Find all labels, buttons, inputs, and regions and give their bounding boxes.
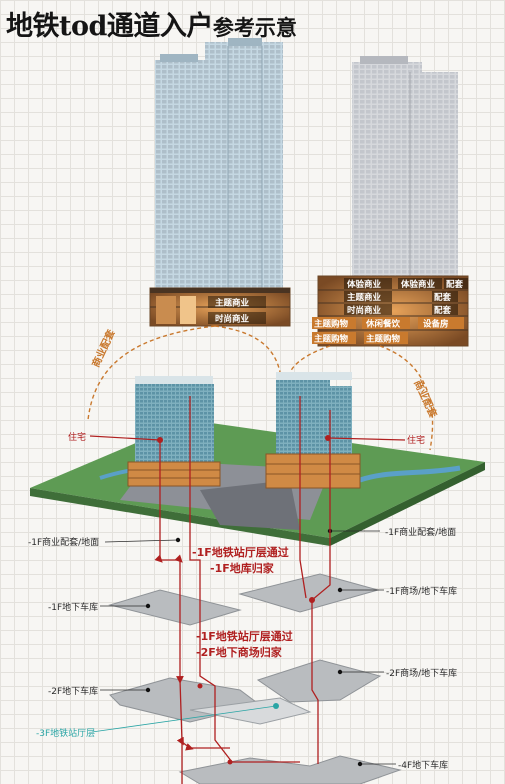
residence-label-left: 住宅 (68, 431, 86, 443)
label-b1-commercial-right: -1F商业配套/地面 (385, 526, 456, 538)
label-b1-mall-right: -1F商场/地下车库 (386, 585, 457, 597)
underground-plates (108, 573, 402, 784)
podium-label: 主题商业 (215, 298, 250, 309)
arc-label-right: 商业配套 (411, 378, 440, 421)
route2-line2: -2F地下商场归家 (196, 645, 283, 659)
title-sub: 参考示意 (212, 15, 297, 40)
label-b2-garage-left: -2F地下车库 (48, 685, 98, 697)
podium-label: 主题商业 (347, 292, 382, 303)
residence-callout-left: 住宅 (68, 431, 163, 443)
tower-render-left (149, 38, 291, 327)
podium-left-labels: 主题商业 时尚商业 (208, 296, 266, 325)
podium-label: 配套 (446, 279, 464, 290)
podium-label: 主题购物 (314, 334, 349, 345)
title-main: 地铁tod通道入户 (6, 11, 213, 42)
label-b2-mall-right: -2F商场/地下车库 (386, 667, 457, 679)
label-b1-commercial-left: -1F商业配套/地面 (28, 536, 99, 548)
podium-label: 体验商业 (401, 279, 436, 290)
route1-line2: -1F地库归家 (210, 561, 275, 575)
podium-label: 设备房 (423, 319, 449, 330)
label-b1-garage-left: -1F地下车库 (48, 601, 98, 613)
label-metro-hall: -3F地铁站厅层 (36, 727, 95, 739)
podium-label: 主题购物 (366, 334, 401, 345)
page-title: 地铁tod通道入户参考示意 (6, 4, 297, 43)
podium-label: 体验商业 (347, 279, 382, 290)
podium-label: 配套 (434, 292, 452, 303)
podium-label: 配套 (434, 305, 452, 316)
route-lines (154, 396, 331, 784)
podium-right-labels: 体验商业 体验商业 配套 主题商业 配套 时尚商业 配套 主题购物 休闲餐饮 设… (312, 278, 468, 345)
label-b4-garage-right: -4F地下车库 (398, 759, 448, 771)
podium-label: 休闲餐饮 (365, 319, 401, 330)
podium-label: 时尚商业 (347, 305, 382, 316)
residence-label-right: 住宅 (407, 434, 425, 446)
tower-cluster-right (265, 372, 361, 489)
arc-label-left: 商业配套 (89, 327, 118, 370)
podium-label: 主题购物 (314, 319, 349, 330)
tower-cluster-left (127, 376, 221, 487)
podium-label: 时尚商业 (215, 314, 250, 325)
route1-line1: -1F地铁站厅层通过 (192, 545, 289, 559)
route2-line1: -1F地铁站厅层通过 (196, 629, 293, 643)
